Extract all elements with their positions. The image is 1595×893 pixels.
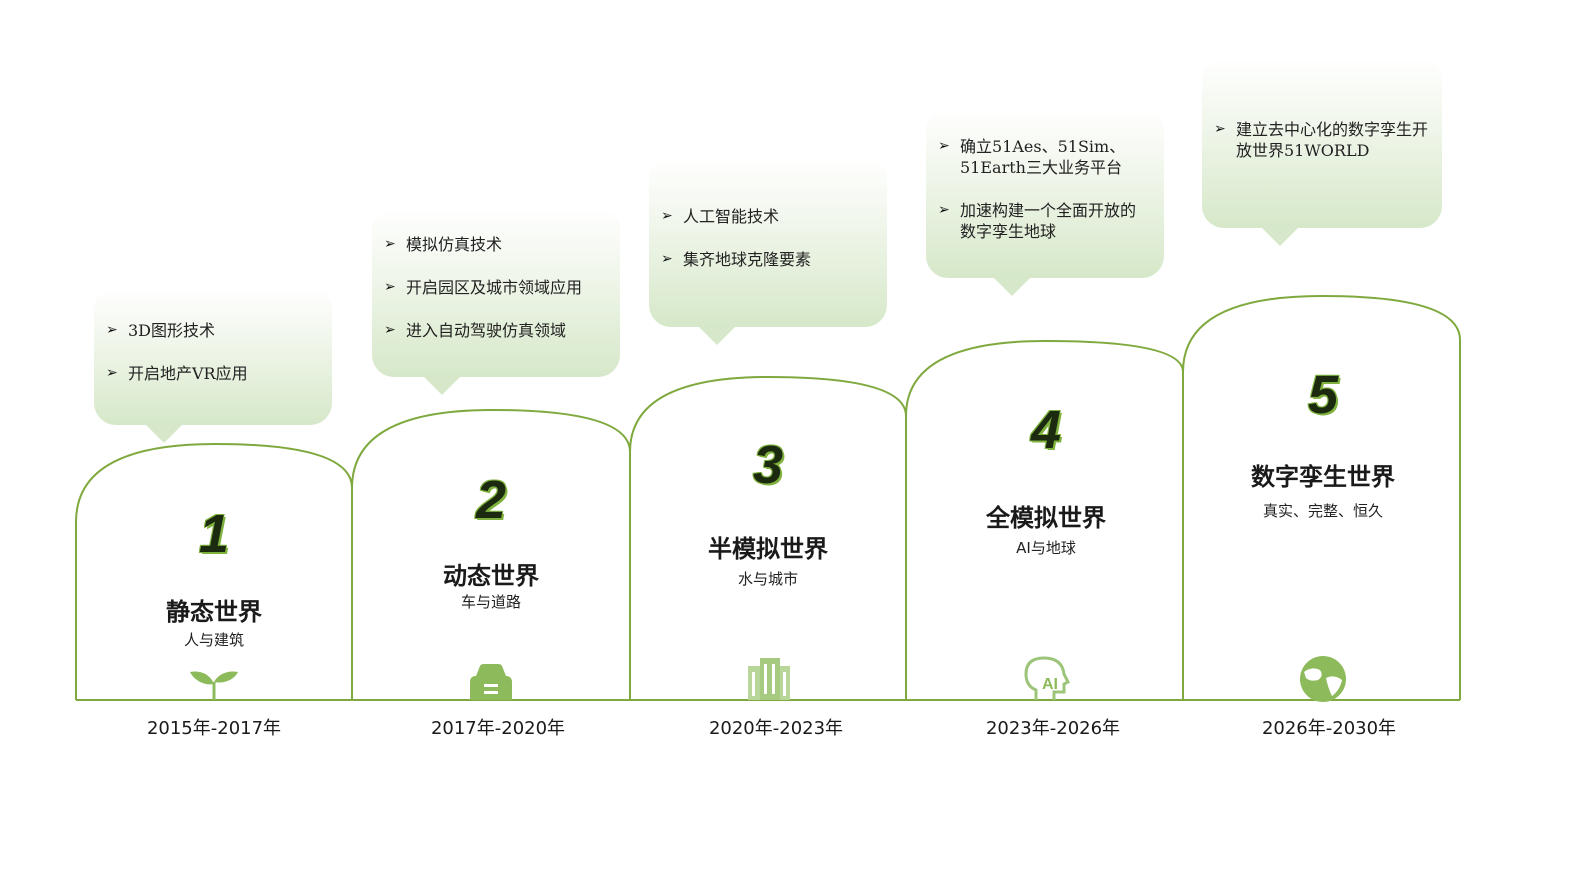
stage-subtitle: 水与城市	[737, 570, 798, 588]
stage-years-label: 2026年-2030年	[1261, 718, 1397, 739]
arrow-marker-icon: ➢	[384, 279, 396, 295]
bullet-item: ➢人工智能技术	[661, 207, 780, 226]
arrow-marker-icon: ➢	[106, 365, 118, 381]
stage-title: 静态世界	[166, 597, 262, 626]
stage-1-content: 1 静态世界 人与建筑	[114, 506, 314, 650]
bubble-stage-5: ➢建立去中心化的数字孪生开放世界51WORLD	[1202, 58, 1442, 246]
svg-text:AI: AI	[1042, 676, 1058, 693]
stage-number: 2	[475, 470, 507, 530]
stage-subtitle: AI与地球	[1016, 539, 1076, 557]
arrow-marker-icon: ➢	[938, 202, 950, 218]
bullet-item: ➢开启地产VR应用	[106, 364, 248, 383]
stage-title: 动态世界	[443, 561, 539, 590]
stage-years-label: 2015年-2017年	[146, 718, 282, 739]
bullet-item: ➢集齐地球克隆要素	[661, 250, 812, 269]
sprout-icon	[190, 671, 238, 700]
stage-subtitle: 车与道路	[460, 593, 521, 611]
stage-title: 全模拟世界	[986, 503, 1106, 532]
stage-number: 1	[198, 504, 230, 564]
stage-5-content: 5 数字孪生世界 真实、完整、恒久	[1223, 367, 1423, 521]
globe-icon	[1300, 656, 1346, 702]
stage-title: 数字孪生世界	[1251, 462, 1395, 491]
stage-subtitle: 人与建筑	[183, 631, 244, 649]
bullet-item: ➢模拟仿真技术	[384, 235, 503, 254]
stage-title: 半模拟世界	[708, 534, 828, 563]
stage-subtitle: 真实、完整、恒久	[1262, 502, 1383, 520]
car-icon	[470, 664, 512, 700]
stage-years-label: 2017年-2020年	[430, 718, 566, 739]
stage-years-label: 2020年-2023年	[708, 718, 844, 739]
arch-path	[75, 294, 1461, 701]
stage-number: 5	[1307, 365, 1339, 425]
arrow-marker-icon: ➢	[661, 208, 673, 224]
arrow-marker-icon: ➢	[384, 236, 396, 252]
stage-4-content: 4 全模拟世界 AI与地球	[946, 402, 1146, 558]
stage-3-content: 3 半模拟世界 水与城市	[668, 437, 868, 589]
bubble-stage-4: ➢确立51Aes、51Sim、51Earth三大业务平台 ➢加速构建一个全面开放…	[926, 108, 1164, 296]
ai-head-icon: AI	[1024, 656, 1071, 700]
building-icon	[748, 658, 790, 700]
arrow-marker-icon: ➢	[938, 138, 950, 154]
stage-number: 4	[1030, 400, 1062, 460]
stage-number: 3	[752, 435, 784, 495]
bullet-item: ➢3D图形技术	[106, 321, 216, 340]
bullet-item: ➢进入自动驾驶仿真领域	[384, 321, 567, 340]
bubble-stage-2: ➢模拟仿真技术 ➢开启园区及城市领域应用 ➢进入自动驾驶仿真领域	[372, 208, 620, 395]
bullet-item: ➢建立去中心化的数字孪生开放世界51WORLD	[1214, 120, 1429, 160]
bubble-stage-3: ➢人工智能技术 ➢集齐地球克隆要素	[649, 157, 887, 345]
arrow-marker-icon: ➢	[661, 251, 673, 267]
bullet-item: ➢开启园区及城市领域应用	[384, 278, 583, 297]
stage-years-label: 2023年-2026年	[985, 718, 1121, 739]
stage-2-content: 2 动态世界 车与道路	[391, 472, 591, 612]
arrow-marker-icon: ➢	[1214, 121, 1226, 137]
bubble-stage-1: ➢3D图形技术 ➢开启地产VR应用	[94, 288, 332, 443]
arrow-marker-icon: ➢	[106, 322, 118, 338]
bullet-item: ➢加速构建一个全面开放的数字孪生地球	[938, 201, 1137, 241]
bullet-item: ➢确立51Aes、51Sim、51Earth三大业务平台	[938, 137, 1126, 177]
arrow-marker-icon: ➢	[384, 322, 396, 338]
